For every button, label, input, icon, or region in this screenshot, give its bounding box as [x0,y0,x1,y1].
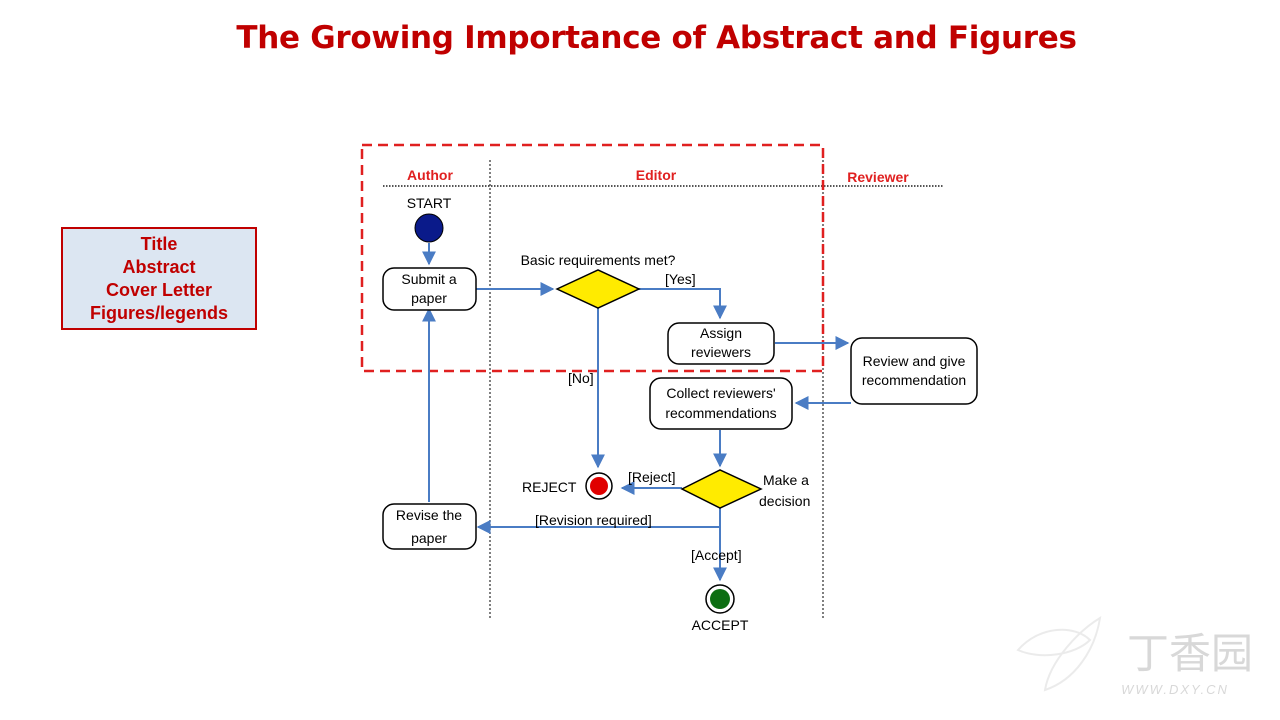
assign-label-2: reviewers [691,344,751,360]
lane-editor: Editor [636,167,677,183]
collect-label-2: recommendations [665,405,776,421]
accept-edge-label: [Accept] [691,547,742,563]
no-label: [No] [568,370,594,386]
review-node [850,337,978,405]
review-label-1: Review and give [863,353,966,369]
leaf-icon-2 [1043,616,1102,692]
revise-label-2: paper [411,530,447,546]
decision-label-1: Make a [763,472,809,488]
info-box: Title Abstract Cover Letter Figures/lege… [61,227,257,330]
yes-label: [Yes] [665,271,696,287]
info-line-cover-letter: Cover Letter [105,279,213,300]
collect-label-1: Collect reviewers' [666,385,775,401]
decision-label-2: decision [759,493,810,509]
watermark-url: WWW.DXY.CN [1121,682,1229,697]
revision-edge-label: [Revision required] [535,512,652,528]
arrow-yes-assign [638,288,727,320]
submit-label-2: paper [411,290,447,306]
reject-label: REJECT [522,479,577,495]
start-node [414,213,444,243]
basic-check-diamond [555,269,641,309]
info-line-figures: Figures/legends [89,302,229,323]
check-question: Basic requirements met? [521,252,676,268]
revise-label-1: Revise the [396,507,462,523]
accept-label: ACCEPT [692,617,749,633]
slide-title: The Growing Importance of Abstract and F… [236,20,1077,56]
info-line-title: Title [140,233,178,254]
review-label-2: recommendation [862,372,966,388]
leaf-icon [1016,628,1092,657]
watermark-brand: 丁香园 [1127,629,1253,678]
revise-node [382,503,477,550]
watermark-logo [1016,616,1102,692]
collect-node [649,377,793,430]
reject-edge-label: [Reject] [628,469,675,485]
submit-label-1: Submit a [401,271,456,287]
lane-author: Author [407,167,453,183]
start-label: START [407,195,452,211]
reject-dot [590,477,608,495]
submit-node [382,267,477,311]
lane-reviewer: Reviewer [847,169,909,185]
assign-label-1: Assign [700,325,742,341]
highlight-box [360,143,825,373]
info-line-abstract: Abstract [122,256,196,277]
assign-node [667,322,775,365]
accept-dot [710,589,730,609]
decision-diamond [680,469,763,509]
